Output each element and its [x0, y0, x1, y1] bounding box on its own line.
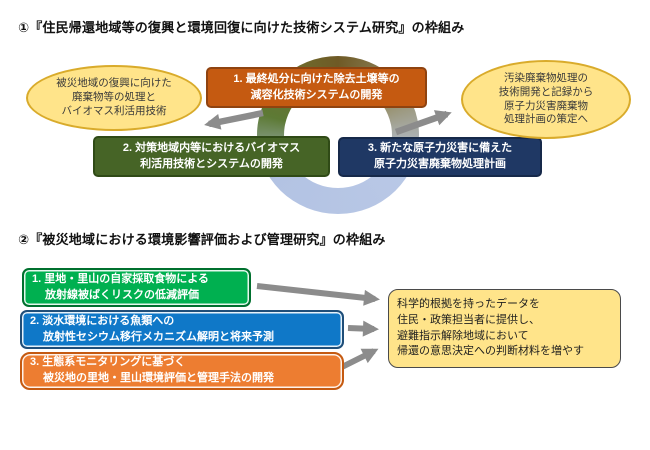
box-text-line: 1. 里地・里山の自家採取食物による [32, 272, 209, 285]
outcome-box: 科学的根拠を持ったデータを 住民・政策担当者に提供し、 避難指示解除地域において… [388, 289, 621, 368]
research-box-nuclear-disaster-waste-plan: 3. 新たな原子力災害に備えた 原子力災害廃棄物処理計画 [338, 137, 542, 177]
left-outcome-ellipse: 被災地域の復興に向けた 廃棄物等の処理と バイオマス利活用技術 [26, 65, 202, 131]
outcome-text-line: 住民・政策担当者に提供し、 [397, 313, 540, 326]
box-text-line: 2. 淡水環境における魚類への [30, 314, 175, 327]
box-text-line: 3. 新たな原子力災害に備えた [367, 142, 513, 155]
study-box-ecosystem-monitoring: 3. 生態系モニタリングに基づく 被災地の里地・里山環境評価と管理手法の開発 [20, 352, 344, 390]
research-box-biomass-utilization: 2. 対策地域内等におけるバイオマス 利活用技術とシステムの開発 [93, 136, 330, 177]
study-box-freshwater-cesium: 2. 淡水環境における魚類への 放射性セシウム移行メカニズム解明と将来予測 [20, 310, 344, 349]
section2-title: ②『被災地域における環境影響評価および管理研究』の枠組み [18, 232, 386, 247]
box-text-line: 3. 生態系モニタリングに基づく [30, 356, 186, 369]
arrow-outcome-3-icon [338, 348, 379, 371]
study-box-food-radiation-risk: 1. 里地・里山の自家採取食物による 放射線被ばくリスクの低減評価 [22, 268, 251, 307]
box-text-line: 放射線被ばくリスクの低減評価 [45, 288, 199, 301]
ellipse-text-line: 原子力災害廃棄物 [504, 99, 588, 112]
research-box-soil-volume-reduction: 1. 最終処分に向けた除去土壌等の 減容化技術システムの開発 [206, 67, 427, 108]
box-text-line: 2. 対策地域内等におけるバイオマス [122, 141, 301, 154]
ellipse-text-line: バイオマス利活用技術 [61, 104, 167, 117]
ellipse-text-line: 被災地域の復興に向けた [56, 77, 172, 90]
outcome-text-line: 避難指示解除地域において [397, 329, 529, 342]
ellipse-text-line: 処理計画の策定へ [504, 113, 588, 126]
box-text-line: 利活用技術とシステムの開発 [140, 157, 283, 170]
outcome-text-line: 科学的根拠を持ったデータを [397, 298, 540, 311]
box-text-line: 放射性セシウム移行メカニズム解明と将来予測 [43, 330, 274, 343]
box-text-line: 被災地の里地・里山環境評価と管理手法の開発 [43, 372, 274, 384]
arrow-left-icon [204, 109, 264, 130]
box-text-line: 原子力災害廃棄物処理計画 [374, 158, 506, 170]
right-outcome-ellipse: 汚染廃棄物処理の 技術開発と記録から 原子力災害廃棄物 処理計画の策定へ [461, 60, 631, 139]
box-text-line: 1. 最終処分に向けた除去土壌等の [233, 72, 400, 85]
ellipse-text-line: 技術開発と記録から [498, 85, 594, 98]
ellipse-text-line: 廃棄物等の処理と [72, 91, 156, 104]
ellipse-text-line: 汚染廃棄物処理の [504, 71, 588, 84]
box-text-line: 減容化技術システムの開発 [250, 88, 383, 101]
section1-title: ①『住民帰還地域等の復興と環境回復に向けた技術システム研究』の枠組み [18, 20, 465, 35]
arrow-right-icon [394, 110, 452, 136]
outcome-text-line: 帰還の意思決定への判断材料を増やす [397, 345, 584, 358]
arrow-outcome-1-icon [256, 283, 380, 306]
arrow-outcome-2-icon [347, 320, 379, 337]
